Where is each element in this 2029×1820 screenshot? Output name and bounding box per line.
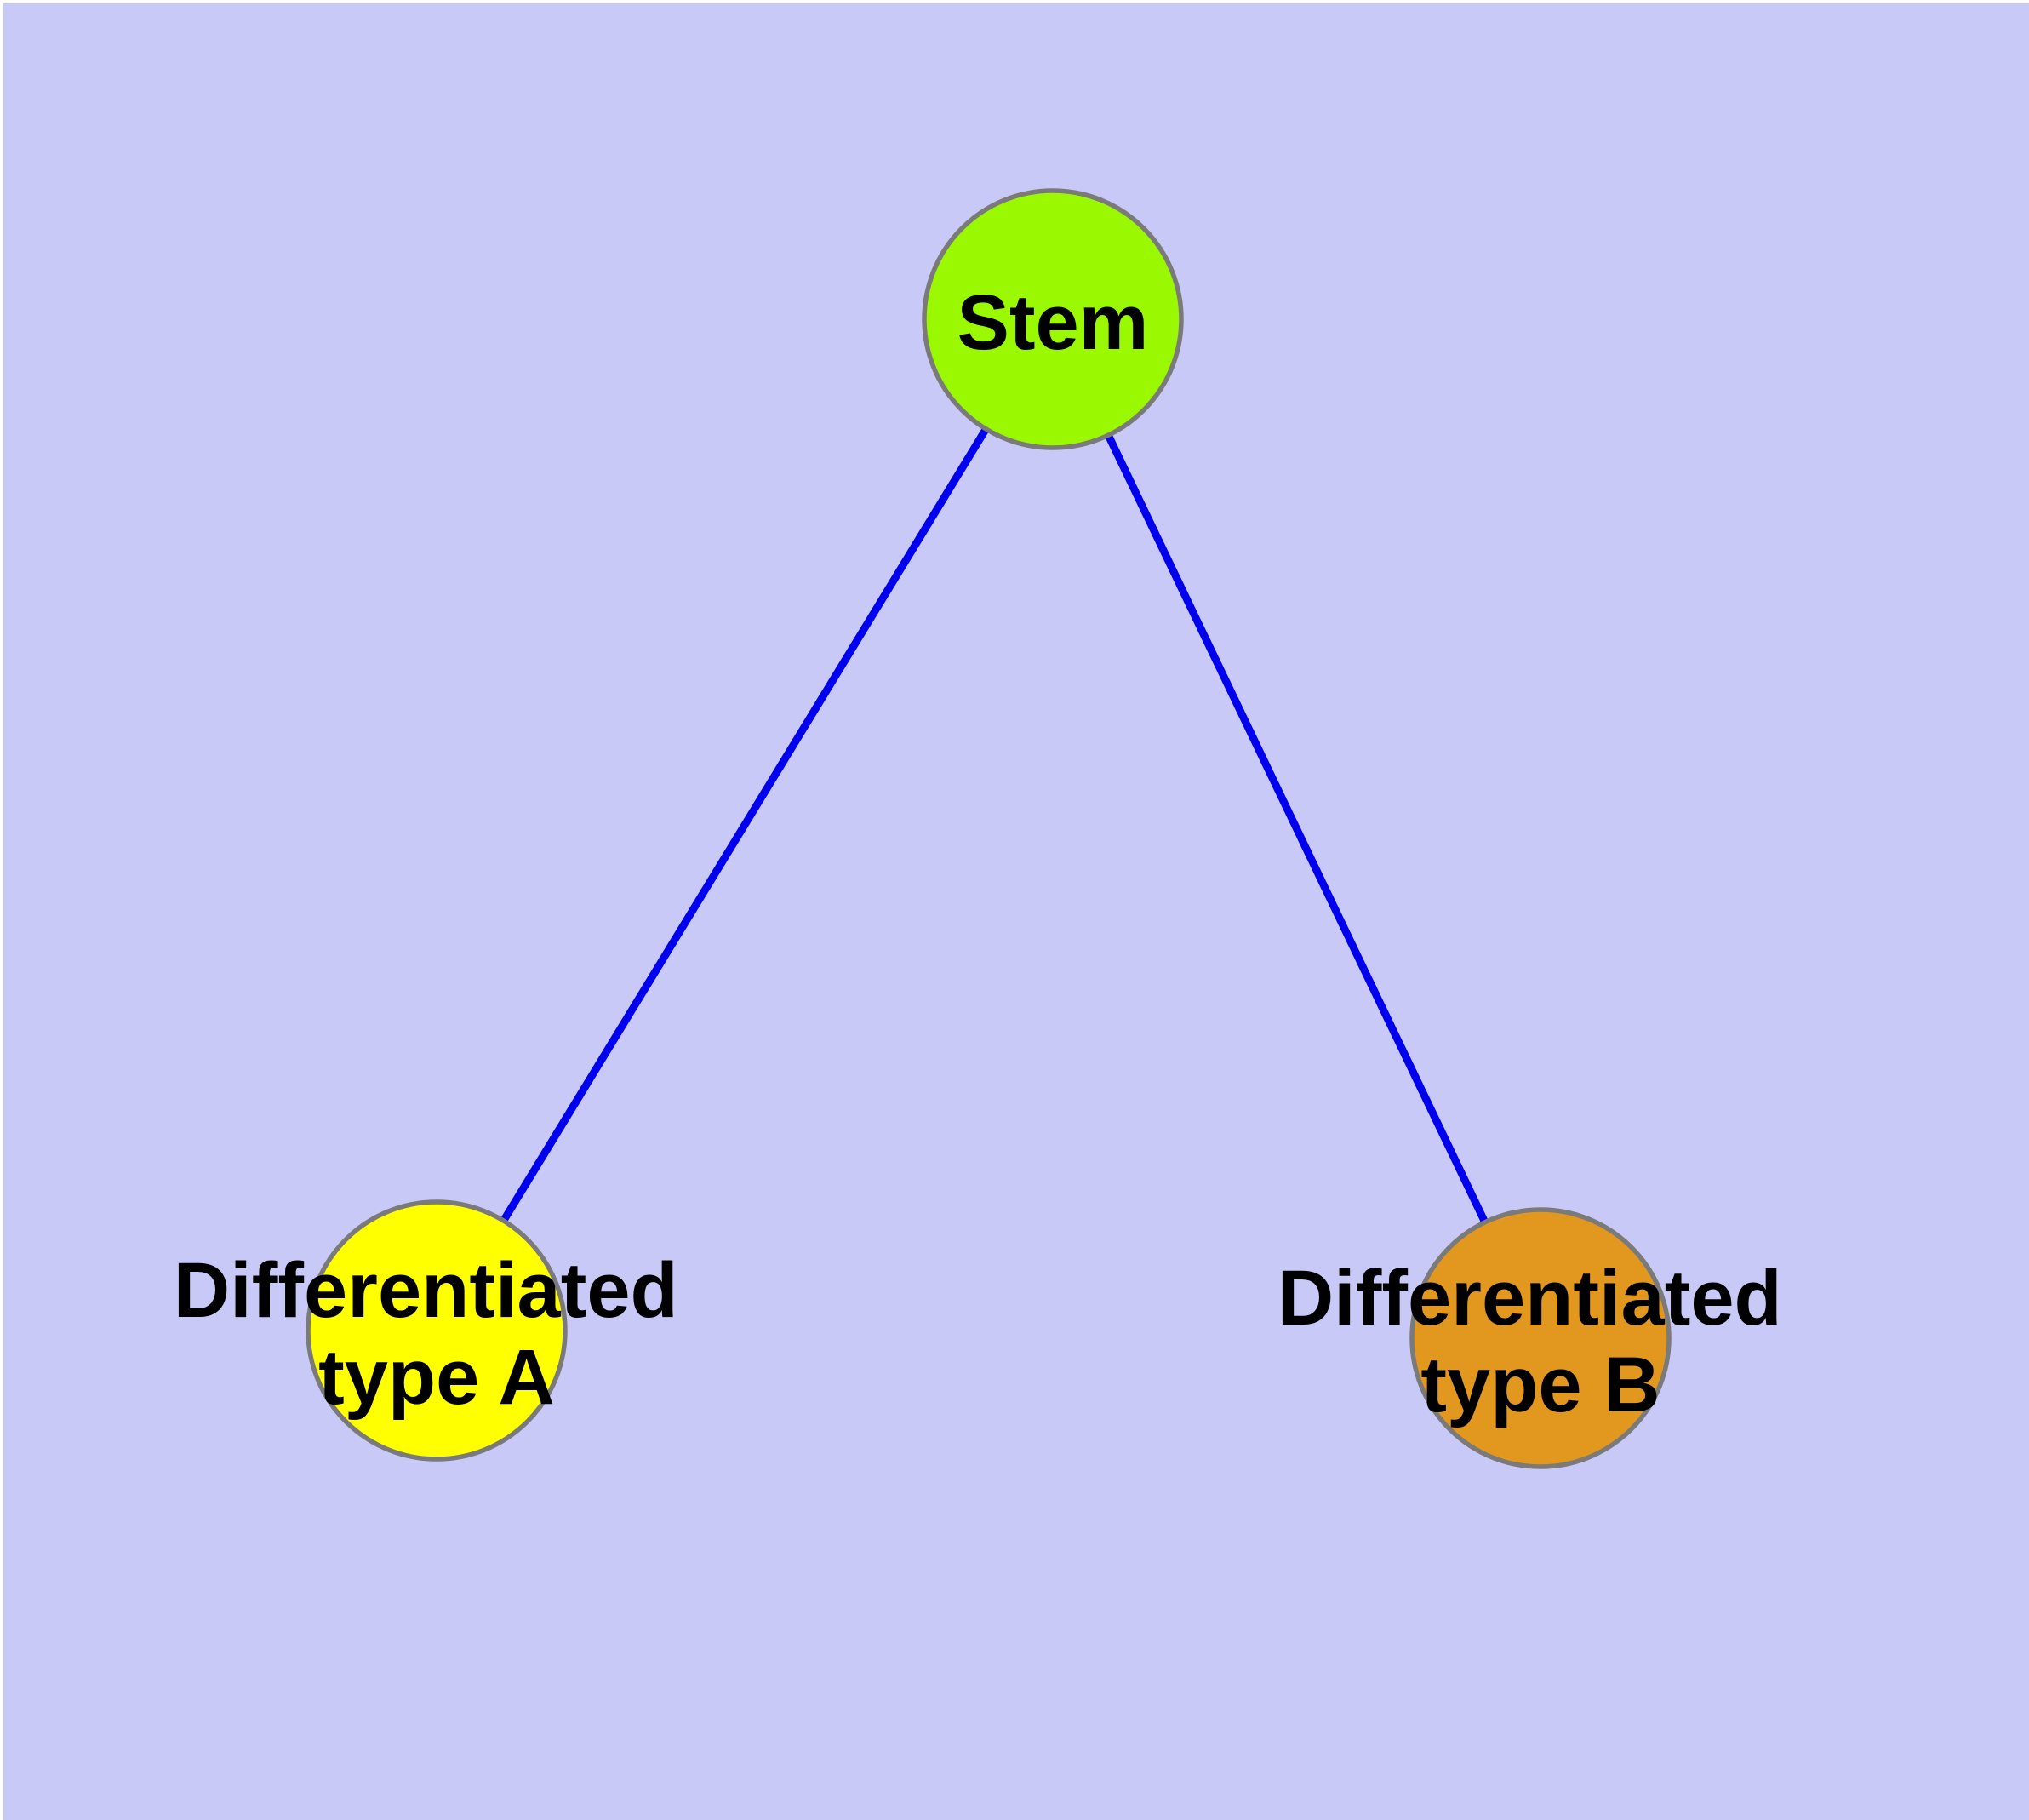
node-type-a-label: Differentiated type A: [174, 1247, 700, 1421]
edge-stem-to-type-a: [433, 317, 1056, 1333]
node-differentiated-type-b: Differentiated type B: [1277, 1207, 1804, 1469]
node-stem-circle: [922, 188, 1184, 450]
node-type-b-label-line1: Differentiated: [1277, 1255, 1782, 1342]
node-stem: Stem: [922, 188, 1184, 450]
edge-layer: [433, 317, 1545, 1340]
node-type-a-label-line1: Differentiated: [174, 1247, 678, 1334]
node-stem-label: Stem: [957, 279, 1149, 366]
node-type-a-circle: [306, 1199, 568, 1462]
edge-stem-to-type-b: [1049, 318, 1545, 1340]
node-type-a-label-line2: type A: [318, 1334, 555, 1421]
node-type-b-circle: [1409, 1207, 1672, 1469]
node-differentiated-type-a: Differentiated type A: [174, 1199, 700, 1462]
node-type-b-label-line2: type B: [1420, 1342, 1660, 1428]
node-type-b-label: Differentiated type B: [1277, 1255, 1804, 1428]
